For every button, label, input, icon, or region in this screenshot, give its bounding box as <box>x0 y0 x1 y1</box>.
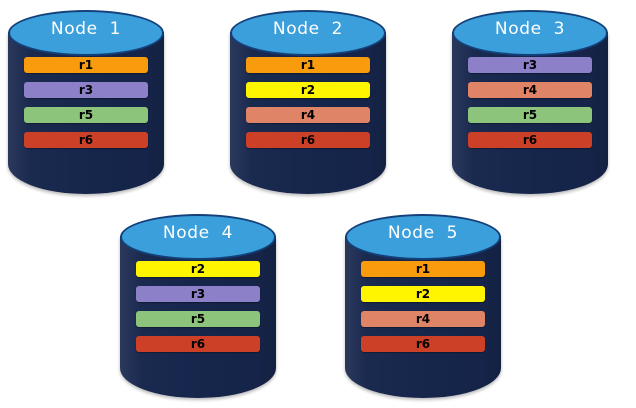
replica-bar[interactable]: r6 <box>468 132 592 148</box>
replica-bar[interactable]: r4 <box>246 107 370 123</box>
replica-list: r1 r2 r4 r6 <box>361 261 485 352</box>
cylinder-top-ellipse <box>452 10 608 56</box>
node-label: Node 2 <box>272 19 344 39</box>
node-1[interactable]: Node 1 r1 r3 r5 r6 <box>8 10 164 194</box>
replica-label: r6 <box>415 337 431 351</box>
replica-bar[interactable]: r3 <box>136 286 260 302</box>
replica-label: r3 <box>522 58 538 72</box>
replica-label: r2 <box>190 262 206 276</box>
replica-bar[interactable]: r6 <box>24 132 148 148</box>
replica-label: r5 <box>522 108 538 122</box>
replica-label: r4 <box>300 108 316 122</box>
replica-label: r1 <box>300 58 316 72</box>
replica-bar[interactable]: r1 <box>246 57 370 73</box>
node-label: Node 4 <box>162 223 234 243</box>
node-label: Node 3 <box>494 19 566 39</box>
cylinder-top-ellipse <box>345 214 501 260</box>
node-3[interactable]: Node 3 r3 r4 r5 r6 <box>452 10 608 194</box>
replica-label: r4 <box>522 83 538 97</box>
replica-bar[interactable]: r4 <box>361 311 485 327</box>
replica-label: r1 <box>78 58 94 72</box>
replica-label: r4 <box>415 312 431 326</box>
replica-list: r3 r4 r5 r6 <box>468 57 592 148</box>
replica-list: r1 r2 r4 r6 <box>246 57 370 148</box>
replica-label: r3 <box>78 83 94 97</box>
replica-bar[interactable]: r4 <box>468 82 592 98</box>
replica-bar[interactable]: r5 <box>468 107 592 123</box>
node-5[interactable]: Node 5 r1 r2 r4 r6 <box>345 214 501 398</box>
replica-bar[interactable]: r6 <box>361 336 485 352</box>
node-2[interactable]: Node 2 r1 r2 r4 r6 <box>230 10 386 194</box>
replica-label: r6 <box>300 133 316 147</box>
replica-label: r6 <box>78 133 94 147</box>
node-label: Node 5 <box>387 223 459 243</box>
replica-label: r6 <box>522 133 538 147</box>
replica-label: r2 <box>415 287 431 301</box>
replica-bar[interactable]: r3 <box>468 57 592 73</box>
replica-bar[interactable]: r2 <box>361 286 485 302</box>
replica-label: r5 <box>190 312 206 326</box>
replica-label: r3 <box>190 287 206 301</box>
replica-label: r1 <box>415 262 431 276</box>
replica-bar[interactable]: r3 <box>24 82 148 98</box>
node-4[interactable]: Node 4 r2 r3 r5 r6 <box>120 214 276 398</box>
replica-bar[interactable]: r2 <box>136 261 260 277</box>
replica-label: r6 <box>190 337 206 351</box>
replica-bar[interactable]: r6 <box>136 336 260 352</box>
cylinder-top-ellipse <box>120 214 276 260</box>
replica-bar[interactable]: r6 <box>246 132 370 148</box>
replica-list: r2 r3 r5 r6 <box>136 261 260 352</box>
replica-bar[interactable]: r5 <box>24 107 148 123</box>
replica-label: r5 <box>78 108 94 122</box>
replica-bar[interactable]: r1 <box>24 57 148 73</box>
replica-label: r2 <box>300 83 316 97</box>
replica-bar[interactable]: r1 <box>361 261 485 277</box>
cylinder-top-ellipse <box>8 10 164 56</box>
replica-bar[interactable]: r5 <box>136 311 260 327</box>
replica-bar[interactable]: r2 <box>246 82 370 98</box>
replica-list: r1 r3 r5 r6 <box>24 57 148 148</box>
cylinder-top-ellipse <box>230 10 386 56</box>
node-label: Node 1 <box>50 19 122 39</box>
